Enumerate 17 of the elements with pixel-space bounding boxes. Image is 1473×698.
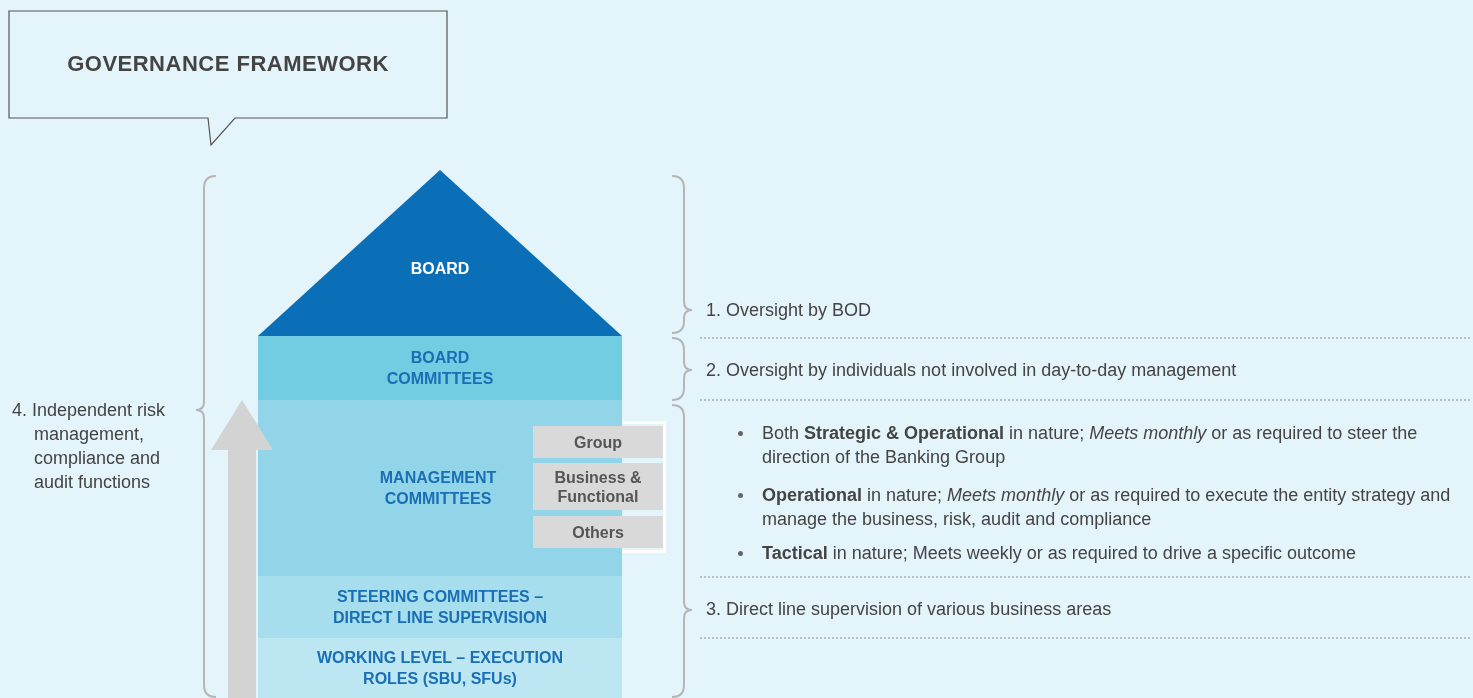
bullet-text: Tactical in nature; Meets weekly or as required to drive a specific outcome (762, 542, 1357, 565)
note-text: 1. Oversight by BOD (706, 299, 873, 322)
bullet-text: Operational in nature; Meets monthly or as required to execute the entity strategy and manage the business, risk, audit and compliance (762, 484, 1452, 531)
house-band: STEERING COMMITTEES – DIRECT LINE SUPERVISION (258, 576, 622, 638)
block-arrow (211, 400, 273, 698)
note-text: 3. Direct line supervision of various business areas (706, 598, 1113, 621)
committee-box: Group (533, 426, 663, 458)
committee-box: Business & Functional (533, 463, 663, 510)
note-text: 2. Oversight by individuals not involved in day-to-day management (706, 359, 1238, 382)
committee-box: Others (533, 516, 663, 548)
note-text: 4. Independent risk management, compliance and audit functions (12, 399, 167, 494)
bullet-text: Both Strategic & Operational in nature; Meets monthly or as required to steer the direction of the Banking Group (762, 422, 1419, 469)
title-callout: GOVERNANCE FRAMEWORK (8, 10, 448, 146)
house-band: BOARD COMMITTEES (258, 336, 622, 400)
house-band: WORKING LEVEL – EXECUTION ROLES (SBU, SFUs) (258, 638, 622, 698)
roof-triangle: BOARD (258, 170, 622, 336)
band-text: MANAGEMENT COMMITTEES (378, 468, 498, 509)
